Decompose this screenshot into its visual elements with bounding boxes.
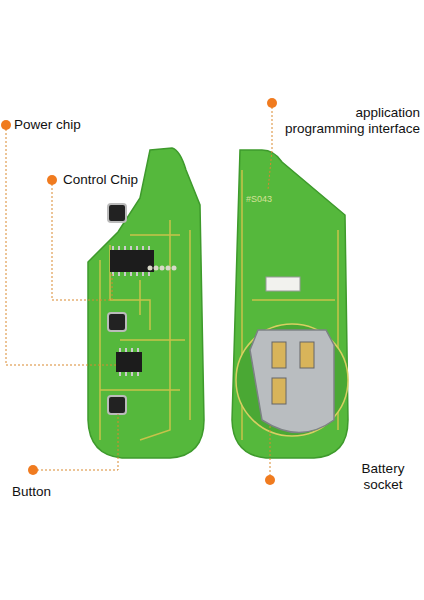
button [108, 396, 126, 414]
callout-dot [1, 98, 277, 485]
leader-line [6, 103, 272, 480]
programming-connector [266, 277, 300, 291]
control-chip [110, 246, 154, 276]
pads [148, 266, 177, 271]
callout-label: Battery socket [350, 461, 416, 493]
power-chip [116, 348, 142, 376]
battery-outline [236, 324, 348, 436]
pcb-board [88, 148, 204, 458]
callout-label: Control Chip [63, 172, 183, 188]
button [108, 204, 126, 222]
pcb-board [232, 150, 348, 458]
button [108, 313, 126, 331]
callout-label: Button [12, 484, 92, 500]
callout-label: Power chip [14, 117, 134, 133]
callout-label: application programming interface [278, 105, 420, 137]
battery-socket [250, 330, 334, 433]
pcb-trace [100, 220, 190, 440]
board-marking: #S043 [246, 194, 296, 205]
